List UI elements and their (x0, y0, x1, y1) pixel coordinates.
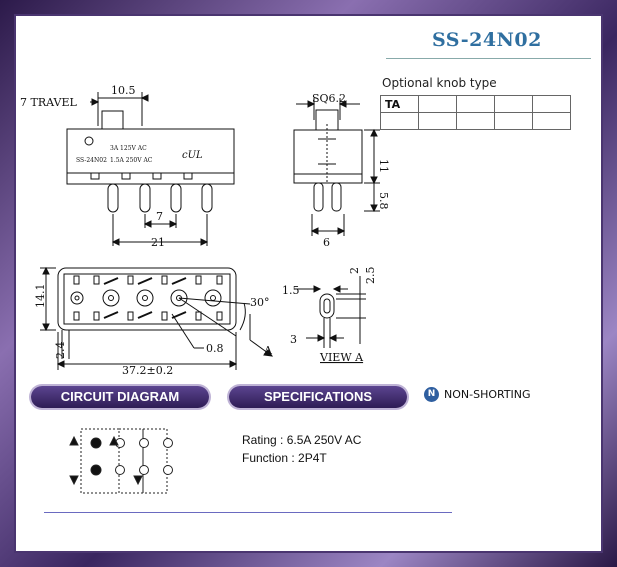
knob-cell (532, 112, 571, 130)
circuit-diagram (69, 428, 173, 494)
spec-rating: Rating : 6.5A 250V AC (242, 433, 362, 447)
dim-2-5: 2.5 (364, 267, 377, 285)
dim-0-8: 0.8 (206, 342, 224, 355)
dim-30-deg: 30° (250, 296, 270, 309)
circuit-diagram-heading: CIRCUIT DIAGRAM (31, 386, 209, 408)
dim-7: 7 (156, 210, 163, 223)
dim-11: 11 (377, 159, 390, 173)
view-a: 1.5 2 2.5 3 VIEW A (282, 267, 377, 365)
non-shorting-icon: N (424, 387, 439, 402)
dim-2-4: 2.4 (54, 342, 67, 360)
knob-table: TA (380, 95, 571, 130)
spec-function: Function : 2P4T (242, 451, 327, 465)
view-a-label: VIEW A (319, 351, 364, 364)
divider (44, 512, 452, 513)
ul-mark-icon: cUL (182, 150, 203, 161)
bottom-view: 14.1 30° 2.4 0.8 37.2±0. (34, 266, 274, 377)
dim-10-5: 10.5 (111, 84, 136, 97)
label-travel: 7 TRAVEL (20, 96, 77, 109)
dim-6: 6 (323, 236, 330, 249)
dim-14-1: 14.1 (34, 284, 47, 309)
dim-5-8: 5.8 (377, 192, 390, 210)
specifications-heading: SPECIFICATIONS (229, 386, 407, 408)
dim-21: 21 (151, 236, 165, 249)
dim-37-2: 37.2±0.2 (122, 364, 173, 377)
table-row (380, 112, 571, 130)
body-part-number: SS-24N02 (76, 157, 107, 164)
dim-sq: SQ6.2 (312, 92, 346, 105)
view-arrow-label: A (263, 344, 273, 357)
technical-drawing: 7 TRAVEL 10.5 3A 125V AC 1.5A 250V AC SS… (20, 84, 390, 494)
datasheet-panel: SS-24N02 Optional knob type TA 7 T (14, 14, 603, 553)
front-view: 7 TRAVEL 10.5 3A 125V AC 1.5A 250V AC SS… (20, 84, 235, 249)
non-shorting-label: NON-SHORTING (444, 388, 531, 401)
dim-3: 3 (290, 333, 297, 346)
side-view: SQ6.2 6 (293, 92, 390, 249)
model-title: SS-24N02 (432, 29, 542, 51)
table-row: TA (380, 95, 571, 113)
dim-1-5: 1.5 (282, 284, 300, 297)
knob-label: Optional knob type (382, 76, 497, 90)
rating-line-1: 3A 125V AC (110, 145, 147, 152)
dim-2: 2 (348, 267, 361, 274)
rating-line-2: 1.5A 250V AC (110, 157, 153, 164)
title-underline (386, 58, 591, 59)
non-shorting-badge: N NON-SHORTING (424, 387, 531, 402)
